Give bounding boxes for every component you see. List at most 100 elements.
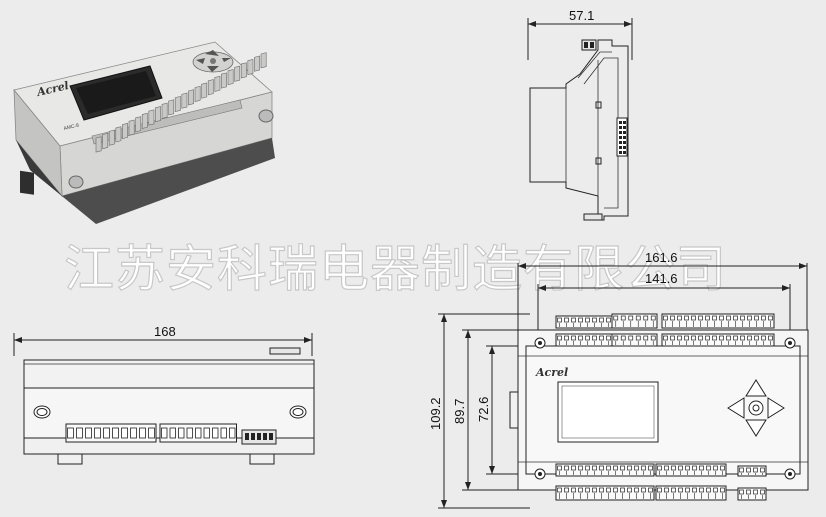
terminal-screw [585,317,590,323]
terminal-screw [634,487,639,493]
terminal-screw [753,467,758,473]
terminal-slot [169,427,176,439]
terminal-screw [578,335,583,341]
terminal-screw [606,335,611,341]
terminal-screw [753,489,758,495]
terminal-slot [195,427,202,439]
terminal-screw [592,465,597,471]
terminal-screw [726,315,731,321]
terminal-screw [585,465,590,471]
terminal-screw [726,335,731,341]
terminal-screw [740,315,745,321]
terminal-screw [739,489,744,495]
terminal-screw [685,465,690,471]
terminal-screw [648,465,653,471]
terminal-screw [699,465,704,471]
terminal-screw [678,465,683,471]
photo-model: AMC-8 [63,123,80,132]
terminal-screw [698,315,703,321]
terminal-screw [671,487,676,493]
terminal-screw [713,487,718,493]
terminal-screw [635,315,641,321]
terminal-screw [691,315,696,321]
terminal-screw [585,487,590,493]
terminal-slot [112,427,119,439]
terminal-screw [641,487,646,493]
terminal-screw [578,487,583,493]
terminal-screw [691,335,696,341]
dim-top-inner-width: 141.6 [645,271,678,286]
terminal-slot [220,427,227,439]
terminal-screw [643,315,649,321]
terminal-screw [613,315,619,321]
terminal-slot [67,427,74,439]
terminal-screw [635,335,641,341]
terminal-slot [148,427,155,439]
terminal-screw [692,465,697,471]
terminal-screw [706,487,711,493]
photo-terminal [102,133,109,150]
photo-terminal [254,55,260,72]
dim-side-width: 57.1 [569,8,594,23]
terminal-block [661,333,775,347]
key-ok-icon [748,400,764,416]
terminal-screw [768,315,773,321]
terminal-screw [684,315,689,321]
terminal-screw [664,487,669,493]
photo-terminal [174,96,181,113]
terminal-screw [557,487,562,493]
terminal-screw [592,335,597,341]
front-view: 168 [13,324,315,465]
terminal-screw [663,335,668,341]
terminal-screw [628,335,634,341]
terminal-block [555,485,655,501]
photo-terminal [141,112,148,129]
top-brand: Acrel [535,366,568,379]
side-connector-pins [619,121,626,154]
terminal-screw [747,315,752,321]
terminal-screw [620,315,626,321]
terminal-slot [212,427,219,439]
terminal-slot [203,427,210,439]
front-terminal-blocks [65,423,277,445]
terminal-screw [746,467,751,473]
photo-terminal-row [95,52,267,153]
terminal-screw [720,487,725,493]
key-up-icon [745,379,767,397]
photo-terminal [234,65,241,82]
side-view: 57.1 [527,8,633,221]
terminal-screw [578,317,583,323]
terminal-screw [606,317,611,323]
terminal-screw [620,465,625,471]
terminal-screw [643,335,649,341]
terminal-screw [692,487,697,493]
terminal-screw [677,335,682,341]
terminal-screw [557,335,562,341]
terminal-screw [663,315,668,321]
photo-terminal [168,99,175,116]
key-left-icon [727,397,745,419]
terminal-screw [712,315,717,321]
photo-terminal [240,62,247,79]
terminal-screw [606,465,611,471]
terminal-screw [705,315,710,321]
terminal-slot [85,427,92,439]
terminal-screw [628,315,634,321]
terminal-screw [571,487,576,493]
terminal-slot [186,427,193,439]
terminal-screw [760,467,765,473]
terminal-screw [557,465,562,471]
dim-front-width: 168 [154,324,176,339]
terminal-slot [130,427,137,439]
terminal-screw [706,465,711,471]
terminal-screw [754,315,759,321]
terminal-slot [121,427,128,439]
terminal-screw [627,487,632,493]
photo-terminal [227,69,234,86]
photo-terminal [221,72,227,89]
terminal-screw [613,487,618,493]
photo-terminal [115,126,122,143]
terminal-screw [664,465,669,471]
terminal-screw [627,465,632,471]
photo-terminal [108,129,115,146]
